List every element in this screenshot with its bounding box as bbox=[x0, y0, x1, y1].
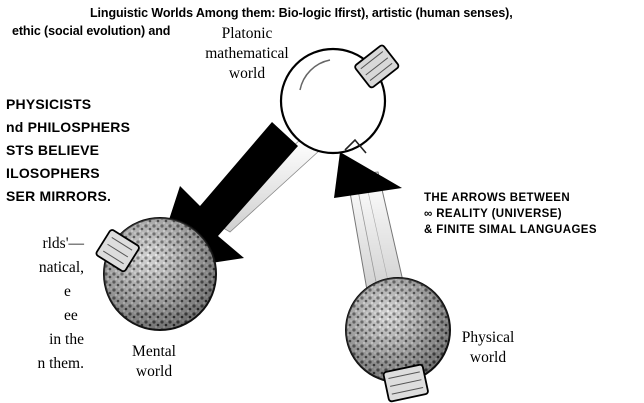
arrows-note-line-1: THE ARROWS BETWEEN bbox=[424, 190, 597, 206]
platonic-world-label: Platonic mathematical world bbox=[192, 24, 302, 84]
arrow-physical-to-platonic bbox=[334, 152, 402, 198]
physical-label-line-1: Physical bbox=[446, 328, 530, 348]
body-fragment-4: ee bbox=[0, 304, 84, 328]
physical-world-sphere bbox=[346, 278, 450, 402]
mental-world-label: Mental world bbox=[112, 342, 196, 382]
physical-world-label: Physical world bbox=[446, 328, 530, 368]
mental-label-line-1: Mental bbox=[112, 342, 196, 362]
left-claim-text: PHYSICISTS nd PHILOSPHERS STS BELIEVE IL… bbox=[6, 93, 130, 208]
mental-world-sphere bbox=[95, 218, 216, 330]
left-claim-line-2: nd PHILOSPHERS bbox=[6, 116, 130, 139]
platonic-label-line-2: mathematical bbox=[192, 44, 302, 64]
arrows-note: THE ARROWS BETWEEN ∞ REALITY (UNIVERSE) … bbox=[424, 190, 597, 238]
platonic-label-line-3: world bbox=[192, 64, 302, 84]
header-line-2: ethic (social evolution) and bbox=[12, 24, 170, 38]
mental-label-line-2: world bbox=[112, 362, 196, 382]
physical-label-line-2: world bbox=[446, 348, 530, 368]
left-claim-line-5: SER MIRRORS. bbox=[6, 185, 130, 208]
header-line-1: Linguistic Worlds Among them: Bio-logic … bbox=[90, 6, 513, 20]
body-fragment-3: e bbox=[0, 280, 84, 304]
body-fragment-1: rlds'— bbox=[0, 232, 84, 256]
left-claim-line-1: PHYSICISTS bbox=[6, 93, 130, 116]
body-fragment-5: in the bbox=[0, 328, 84, 352]
platonic-label-line-1: Platonic bbox=[192, 24, 302, 44]
body-fragment-2: natical, bbox=[0, 256, 84, 280]
arrows-note-line-2: ∞ REALITY (UNIVERSE) bbox=[424, 206, 597, 222]
left-claim-line-4: ILOSOPHERS bbox=[6, 162, 130, 185]
body-text-fragments: rlds'— natical, e ee in the n them. bbox=[0, 232, 84, 376]
body-fragment-6: n them. bbox=[0, 352, 84, 376]
arrows-note-line-3: & FINITE SIMAL LANGUAGES bbox=[424, 222, 597, 238]
left-claim-line-3: STS BELIEVE bbox=[6, 139, 130, 162]
